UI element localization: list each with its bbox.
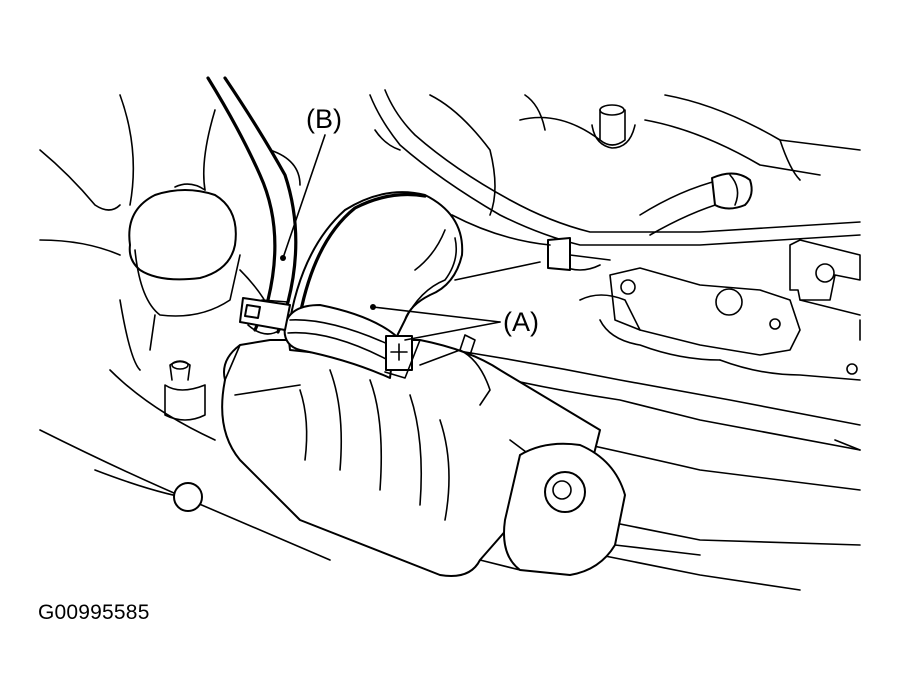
callout-lines bbox=[280, 134, 501, 341]
bolts bbox=[164, 104, 636, 512]
reservoir-cap bbox=[128, 149, 301, 351]
right-bracket bbox=[579, 239, 861, 381]
leader-dot-a bbox=[370, 304, 376, 310]
clamp-b bbox=[239, 297, 291, 335]
leader-dot-b bbox=[280, 255, 286, 261]
lower-bracket bbox=[479, 442, 701, 576]
hose-end-right bbox=[639, 172, 753, 236]
hose-b bbox=[206, 76, 298, 334]
callout-label-b: (B) bbox=[306, 104, 342, 134]
upper-hose bbox=[369, 89, 861, 281]
callout-label-a: (A) bbox=[503, 307, 539, 337]
figure-id: G00995585 bbox=[38, 601, 150, 624]
clamp-a bbox=[283, 304, 421, 379]
